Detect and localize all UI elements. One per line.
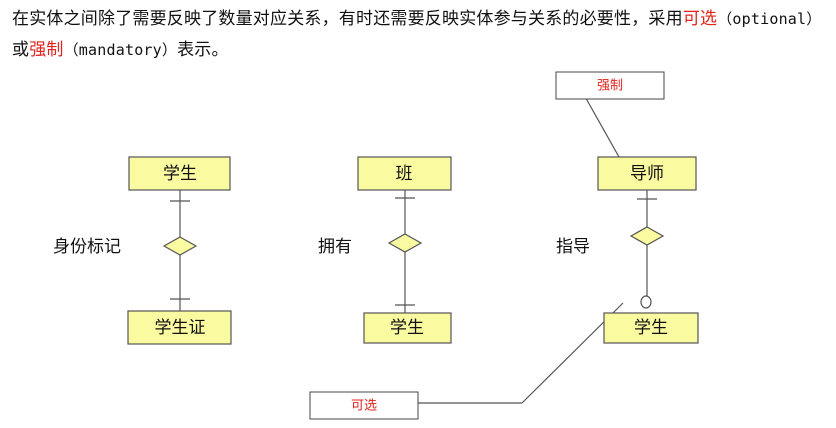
optional-note: 可选 bbox=[309, 391, 419, 420]
intro-text: 在实体之间除了需要反映了数量对应关系，有时还需要反映实体参与关系的必要性，采用 bbox=[12, 9, 683, 29]
entity-student-label: 学生 bbox=[634, 318, 668, 338]
relationship-diamond bbox=[387, 233, 423, 253]
mandatory-term: 强制 bbox=[29, 40, 64, 60]
entity-class bbox=[357, 156, 452, 191]
entity-student bbox=[128, 156, 231, 191]
mandatory-note-box bbox=[555, 71, 665, 100]
optional-term: 可选 bbox=[682, 9, 718, 29]
diagram-advisor-student: 导师 指导 学生 bbox=[418, 92, 699, 404]
relationship-diamond bbox=[162, 236, 198, 256]
entity-class-label: 班 bbox=[396, 164, 413, 184]
entity-student-card-label: 学生证 bbox=[155, 318, 206, 338]
intro-paragraph: 在实体之间除了需要反映了数量对应关系，有时还需要反映实体参与关系的必要性，采用可… bbox=[12, 4, 832, 66]
or-word: 或 bbox=[12, 40, 30, 60]
optional-circle bbox=[640, 295, 652, 309]
relationship-label: 身份标记 bbox=[53, 237, 121, 257]
optional-note-label: 可选 bbox=[351, 399, 377, 414]
entity-student-label: 学生 bbox=[163, 164, 197, 184]
entity-student-label: 学生 bbox=[390, 318, 424, 338]
diagram-class-student: 班 拥有 学生 bbox=[318, 156, 452, 344]
diagram-student-card: 学生 身份标记 学生证 bbox=[53, 156, 232, 345]
relationship-diamond bbox=[629, 226, 665, 246]
relationship-label: 指导 bbox=[556, 237, 590, 257]
mandatory-note-label: 强制 bbox=[597, 79, 623, 94]
entity-advisor-label: 导师 bbox=[630, 164, 664, 184]
optional-note-box bbox=[309, 391, 419, 420]
optional-english: （optional） bbox=[717, 10, 822, 28]
entity-student bbox=[603, 312, 699, 344]
mandatory-english: （mandatory） bbox=[63, 41, 178, 59]
entity-student-card bbox=[127, 310, 232, 345]
mandatory-note: 强制 bbox=[555, 71, 665, 100]
entity-student bbox=[363, 312, 452, 344]
entity-advisor bbox=[597, 156, 697, 191]
intro-end: 表示。 bbox=[177, 40, 229, 60]
relationship-label: 拥有 bbox=[318, 237, 352, 257]
